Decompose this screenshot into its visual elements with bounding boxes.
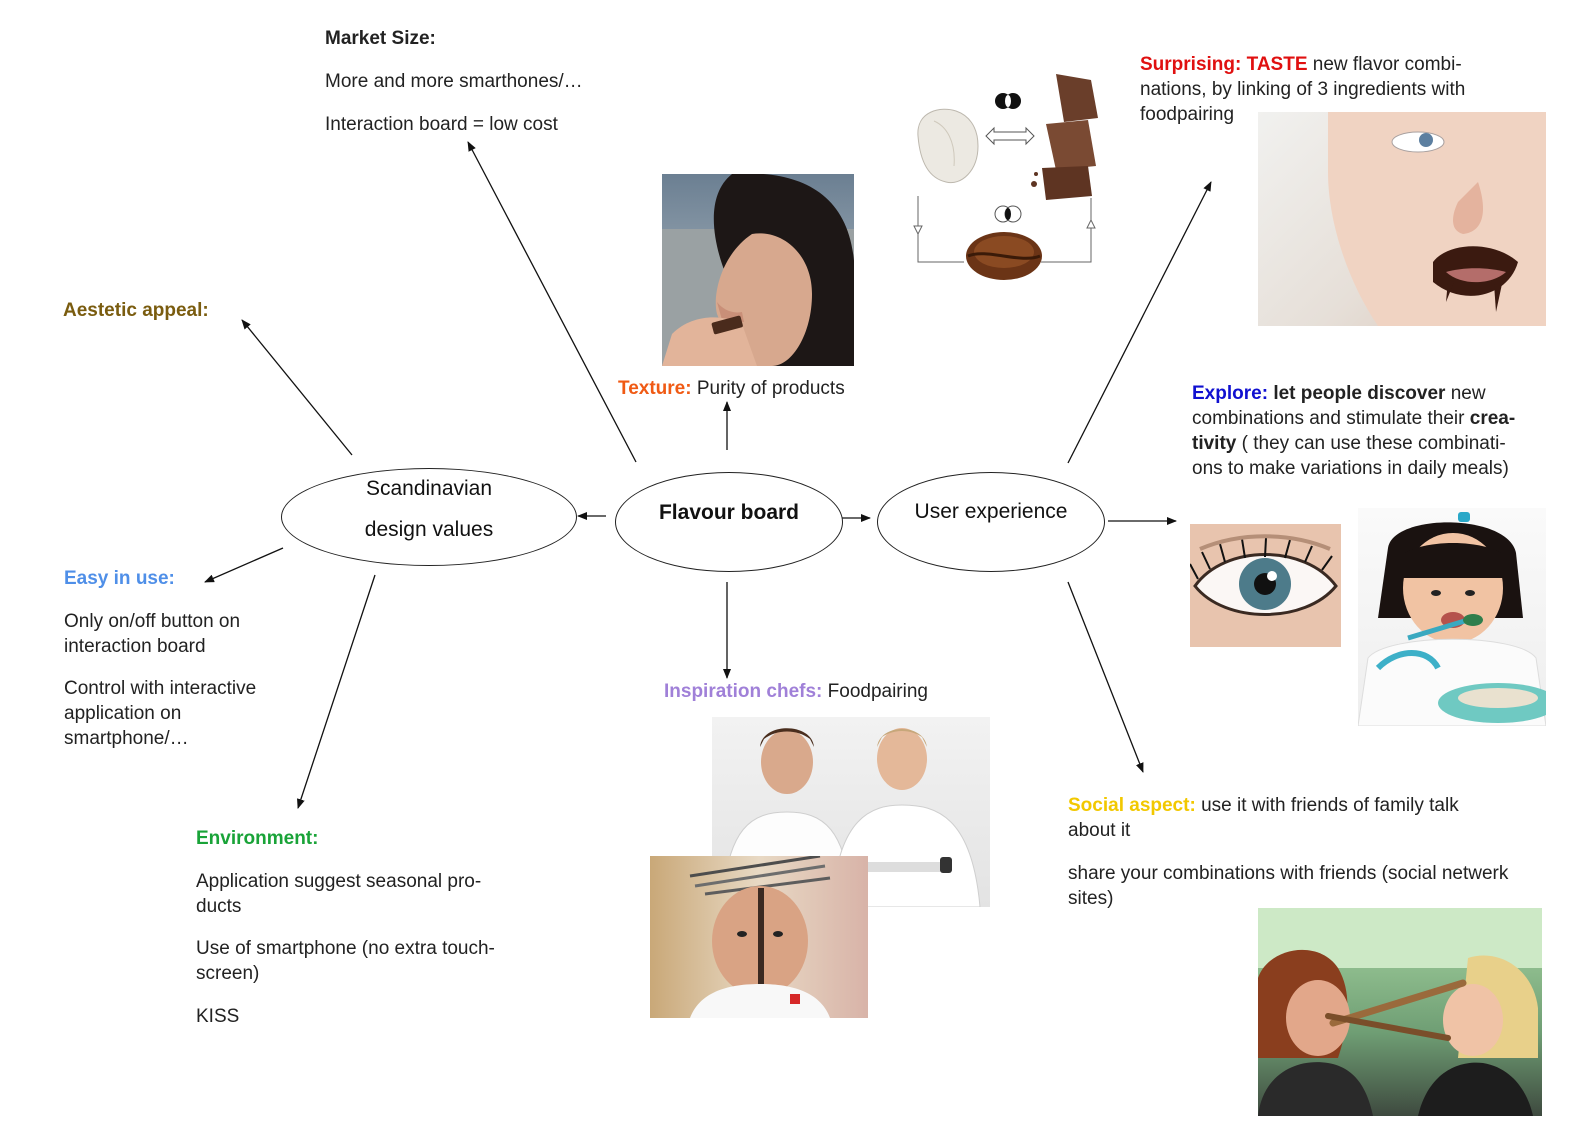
- explore-text3: ( they can use these combinati-: [1241, 433, 1506, 454]
- women-tasting-image: [1258, 908, 1542, 1116]
- surprising-line3: foodpairing: [1140, 104, 1235, 125]
- surprising-taste: TASTE: [1246, 54, 1308, 75]
- market-size-line1: More and more smarthones/…: [325, 71, 583, 92]
- surprising-title: Surprising:: [1140, 54, 1242, 75]
- easy-p2b: application on: [64, 703, 182, 724]
- easy-p1b: interaction board: [64, 636, 206, 657]
- explore-line1: Explore: let people discover new: [1192, 381, 1486, 406]
- environment-p1b: ducts: [196, 896, 242, 917]
- chef-split-face-image: [650, 856, 868, 1018]
- explore-title: Explore:: [1192, 383, 1269, 404]
- surprising-line2: nations, by linking of 3 ingredients wit…: [1140, 79, 1466, 100]
- surprising-line1: Surprising: TASTE new flavor combi-: [1140, 52, 1462, 77]
- texture-caption: Texture: Purity of products: [618, 376, 845, 401]
- explore-text1: new: [1450, 383, 1486, 404]
- social-line2: about it: [1068, 820, 1131, 841]
- texture-title: Texture:: [618, 378, 692, 399]
- explore-bold3: tivity: [1192, 433, 1237, 454]
- scandinavian-node: [281, 468, 577, 566]
- eye-closeup-image: [1190, 524, 1341, 647]
- texture-text: Purity of products: [696, 378, 845, 399]
- environment-p1a: Application suggest seasonal pro-: [196, 871, 482, 892]
- social-line3: share your combinations with friends (so…: [1068, 863, 1509, 884]
- arrow-to-market: [467, 141, 637, 463]
- arrow-to-social: [1067, 581, 1144, 773]
- environment-p2a: Use of smartphone (no extra touch-: [196, 938, 495, 959]
- easy-title: Easy in use:: [64, 568, 175, 589]
- environment-p3: KISS: [196, 1006, 240, 1027]
- flavour-board-node: [615, 472, 843, 572]
- user-experience-node: [877, 472, 1105, 572]
- scandinavian-label-line1: Scandinavian: [365, 477, 493, 500]
- arrow-to-aesthetic: [241, 319, 353, 456]
- social-line4: sites): [1068, 888, 1114, 909]
- aesthetic-title: Aestetic appeal:: [63, 300, 209, 321]
- explore-line2: combinations and stimulate their crea-: [1192, 406, 1515, 431]
- market-size-line2: Interaction board = low cost: [325, 114, 558, 135]
- market-size-title: Market Size:: [325, 28, 436, 49]
- scandinavian-label-line2: design values: [364, 518, 494, 541]
- social-line1: Social aspect: use it with friends of fa…: [1068, 793, 1459, 818]
- arrow-to-surprising: [1067, 181, 1212, 464]
- flavour-board-label: Flavour board: [658, 501, 800, 524]
- explore-line3: tivity ( they can use these combinati-: [1192, 431, 1506, 456]
- woman-smelling-chocolate-image: [662, 174, 854, 366]
- environment-title: Environment:: [196, 828, 319, 849]
- arrow-to-environment: [297, 574, 376, 809]
- explore-text2: combinations and stimulate their: [1192, 408, 1465, 429]
- environment-p2b: screen): [196, 963, 260, 984]
- explore-line4: ons to make variations in daily meals): [1192, 458, 1509, 479]
- user-experience-label: User experience: [914, 500, 1068, 523]
- explore-bold1: let people discover: [1273, 383, 1446, 404]
- inspiration-title: Inspiration chefs:: [664, 681, 823, 702]
- social-text1: use it with friends of family talk: [1201, 795, 1459, 816]
- easy-p1a: Only on/off button on: [64, 611, 241, 632]
- ingredient-pairing-diagram: [906, 66, 1124, 290]
- inspiration-caption: Inspiration chefs: Foodpairing: [664, 679, 928, 704]
- explore-bold2: crea-: [1469, 408, 1516, 429]
- child-eating-image: [1358, 508, 1546, 726]
- social-title: Social aspect:: [1068, 795, 1196, 816]
- arrow-to-easy: [204, 547, 284, 583]
- easy-p2c: smartphone/…: [64, 728, 189, 749]
- inspiration-text: Foodpairing: [827, 681, 928, 702]
- girl-chocolate-mouth-image: [1258, 112, 1546, 326]
- surprising-text1: new flavor combi-: [1312, 54, 1462, 75]
- easy-p2a: Control with interactive: [64, 678, 257, 699]
